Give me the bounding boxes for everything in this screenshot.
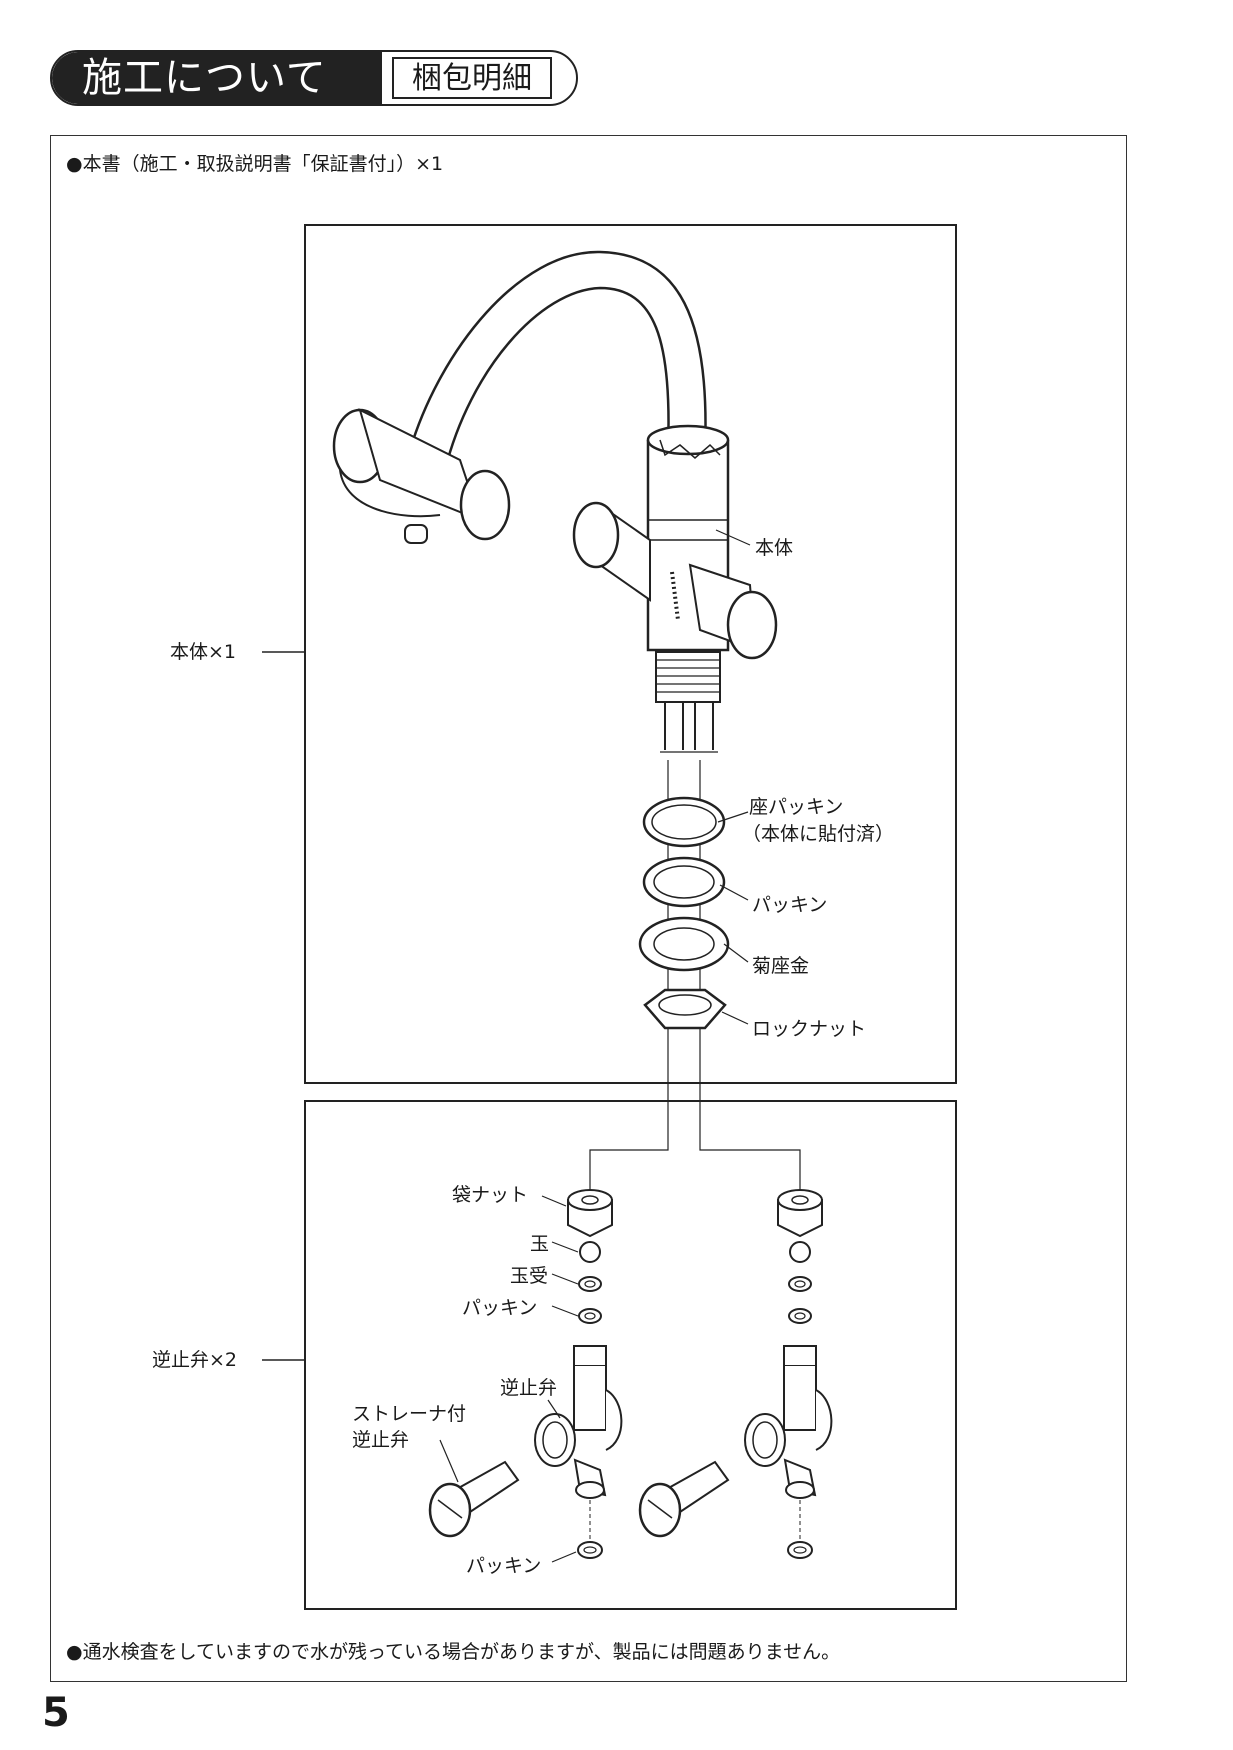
main-body-group-label: 本体×1 <box>170 641 237 663</box>
section-subtitle-box: 梱包明細 <box>392 57 552 99</box>
label-check-valve: 逆止弁 <box>500 1377 558 1399</box>
check-valve-left <box>428 1189 623 1559</box>
label-chrysanthemum-washer: 菊座金 <box>752 955 810 977</box>
label-seat-packing: 座パッキン <box>749 796 844 818</box>
label-packing-3: パッキン <box>466 1555 542 1577</box>
label-cap-nut: 袋ナット <box>452 1184 529 1206</box>
main-body-box <box>304 224 957 1084</box>
label-lock-nut: ロックナット <box>752 1018 867 1040</box>
manual-note: ●本書（施工・取扱説明書「保証書付」）×1 <box>66 153 444 175</box>
label-packing: パッキン <box>752 894 828 916</box>
check-valve-group-label: 逆止弁×2 <box>152 1349 238 1371</box>
label-ball: 玉 <box>530 1233 550 1255</box>
section-title: 施工について <box>82 55 327 101</box>
label-strainer-valve: ストレーナ付 <box>352 1403 467 1425</box>
label-strainer-valve-line2: 逆止弁 <box>352 1429 410 1451</box>
label-ball-seat: 玉受 <box>510 1265 549 1287</box>
section-header-main: 施工について <box>52 52 382 104</box>
label-packing-2: パッキン <box>462 1297 538 1319</box>
section-subtitle: 梱包明細 <box>412 61 532 96</box>
check-valve-box <box>304 1100 957 1610</box>
page-number: 5 <box>42 1690 70 1736</box>
check-valve-right <box>638 1189 833 1559</box>
label-seat-packing-note: （本体に貼付済） <box>742 823 895 845</box>
section-header: 施工について 梱包明細 <box>50 50 578 106</box>
content-frame <box>50 135 1127 1682</box>
footer-note: ●通水検査をしていますので水が残っている場合がありますが、製品には問題ありません… <box>66 1641 841 1663</box>
label-body: 本体 <box>755 537 794 559</box>
